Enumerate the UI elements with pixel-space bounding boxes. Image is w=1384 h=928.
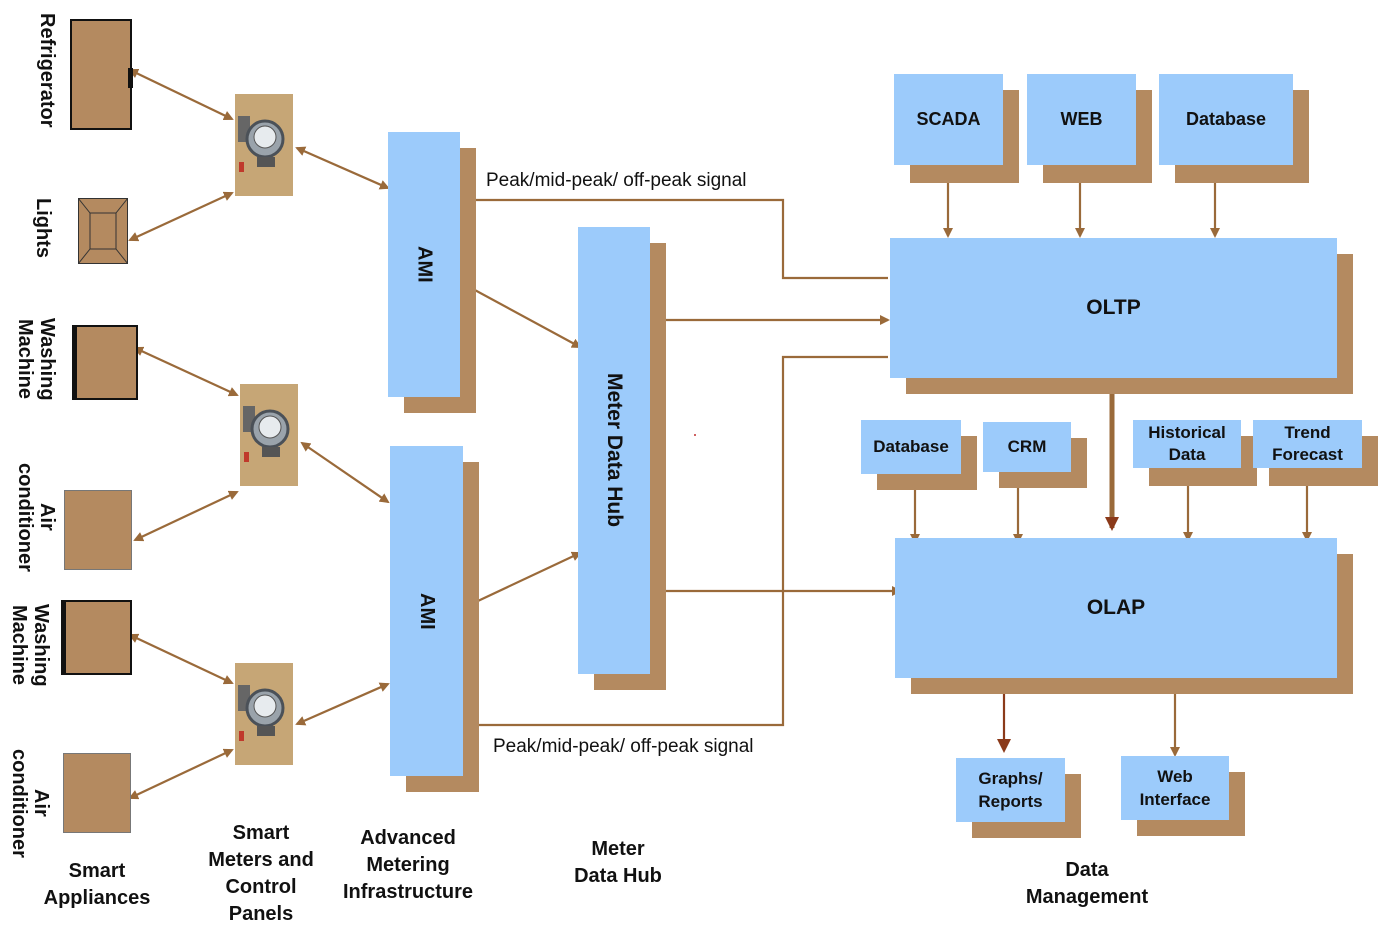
graphs-reports-box: Graphs/ Reports (956, 758, 1065, 822)
smart-meter-2-icon (240, 384, 298, 486)
web-interface-label: Web Interface (1139, 767, 1211, 809)
arrow-meter2-ami2 (300, 441, 390, 504)
ami-bottom-box: AMI (390, 446, 463, 776)
historical-data-label: Historical Data (1148, 423, 1226, 464)
scada-box: SCADA (894, 74, 1003, 165)
web-box: WEB (1027, 74, 1136, 165)
column-label-ami: Advanced Metering Infrastructure (342, 827, 474, 903)
crm-label: CRM (1007, 437, 1047, 456)
column-label-smart-appliances: Smart Appliances (43, 860, 151, 909)
arrow-ami1-hub (459, 281, 582, 348)
arrow-lights-meter1 (128, 191, 234, 242)
label-lights: Lights (32, 198, 54, 258)
ami-top-box: AMI (388, 132, 460, 397)
database-olap-box: Database (861, 420, 961, 474)
column-label-smart-meters: Smart Meters and Control Panels (208, 822, 314, 925)
database-source-box: Database (1159, 74, 1293, 165)
label-air-conditioner-2: Air conditioner (8, 748, 52, 858)
database-source-label: Database (1185, 109, 1267, 129)
arrow-meter3-ami2 (295, 682, 390, 726)
washing-machine-2-icon (61, 600, 132, 675)
lights-icon (77, 197, 129, 265)
arrow-washer2-meter3 (128, 633, 234, 685)
meter-data-hub-label: Meter Data Hub (603, 373, 626, 528)
historical-data-box: Historical Data (1133, 420, 1241, 468)
arrow-washer1-meter2 (133, 346, 239, 397)
arrow-ac1-meter2 (133, 490, 239, 542)
refrigerator-icon (70, 19, 132, 130)
trend-forecast-box: Trend Forecast (1253, 420, 1362, 468)
oltp-box: OLTP (890, 238, 1337, 378)
oltp-label: OLTP (1086, 296, 1141, 319)
refrigerator-handle-icon (128, 68, 133, 88)
label-washing-machine-2: Washing Machine (8, 603, 52, 687)
label-air-conditioner-1: Air conditioner (14, 462, 58, 572)
column-label-hub: Meter Data Hub (574, 838, 662, 887)
arrow-ami2-hub (462, 551, 582, 609)
meter-data-hub-box: Meter Data Hub (578, 227, 650, 674)
smart-meter-3-icon (235, 663, 293, 765)
olap-label: OLAP (1086, 596, 1146, 619)
label-refrigerator: Refrigerator (36, 12, 58, 128)
ami-bottom-label: AMI (416, 592, 438, 630)
arrow-refrigerator-meter1 (128, 68, 234, 121)
air-conditioner-1-icon (64, 490, 132, 570)
crm-box: CRM (983, 422, 1071, 472)
column-label-data-management: Data Management (1025, 859, 1149, 908)
graphs-reports-label: Graphs/ Reports (978, 769, 1043, 811)
trend-forecast-label: Trend Forecast (1272, 423, 1343, 464)
scada-label: SCADA (916, 109, 981, 129)
database-olap-label: Database (873, 437, 949, 456)
signal-line-bottom (461, 355, 888, 730)
web-interface-box: Web Interface (1121, 756, 1229, 820)
label-washing-machine-1: Washing Machine (14, 317, 58, 401)
stray-dot (694, 434, 696, 436)
washing-machine-1-icon (72, 325, 138, 400)
ami-top-label: AMI (413, 246, 436, 283)
olap-box: OLAP (895, 538, 1337, 678)
signal-line-top (461, 195, 888, 280)
web-label: WEB (1060, 109, 1103, 129)
arrow-ac2-meter3 (128, 748, 234, 800)
arrow-meter1-ami1 (295, 146, 390, 190)
signal-label-bottom: Peak/mid-peak/ off-peak signal (493, 736, 754, 757)
air-conditioner-2-icon (63, 753, 131, 833)
signal-label-top: Peak/mid-peak/ off-peak signal (486, 170, 747, 191)
smart-meter-1-icon (235, 94, 293, 196)
